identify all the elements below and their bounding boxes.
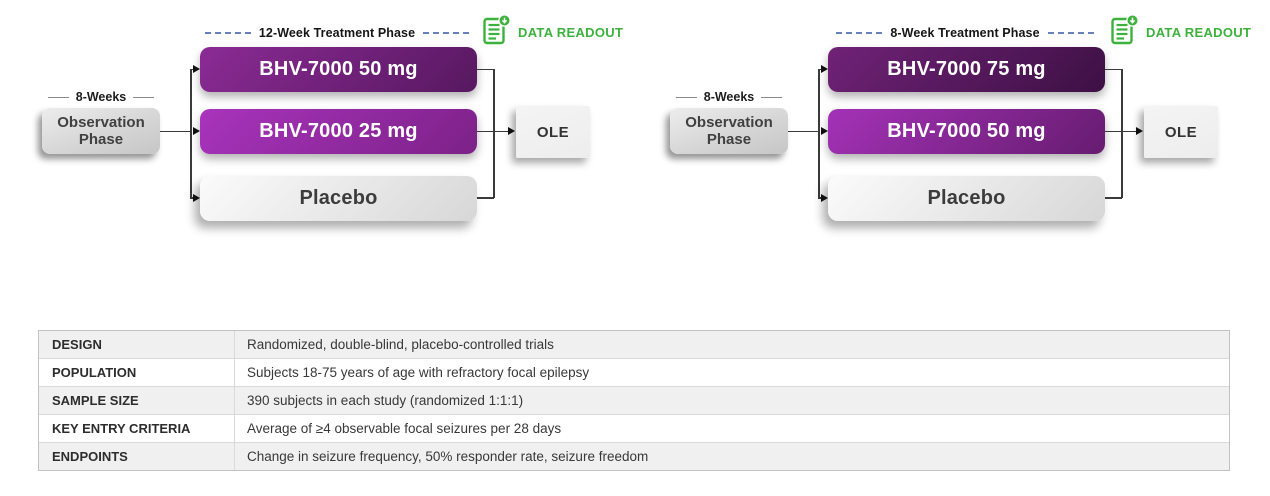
rule: [133, 96, 155, 98]
criteria-value: Randomized, double-blind, placebo-contro…: [247, 337, 554, 352]
arrowhead: [508, 127, 515, 135]
rule: [47, 96, 69, 98]
rule: [675, 96, 697, 98]
dashed-rule: [423, 32, 470, 34]
criteria-label: KEY ENTRY CRITERIA: [39, 415, 235, 442]
arrowhead: [821, 193, 828, 202]
criteria-label: ENDPOINTS: [39, 443, 235, 470]
connector-line: [818, 68, 822, 70]
arrowhead: [193, 193, 200, 202]
criteria-value: Average of ≥4 observable focal seizures …: [247, 421, 562, 436]
open-label-extension-box: OLE: [516, 106, 590, 158]
table-row: KEY ENTRY CRITERIA Average of ≥4 observa…: [39, 415, 1229, 443]
data-readout-label: DATA READOUT: [518, 25, 624, 40]
treatment-arm-high-dose: BHV-7000 50 mg: [200, 47, 477, 92]
dashed-rule: [204, 32, 251, 34]
connector-line: [818, 69, 820, 198]
observation-duration-label: 8-Weeks: [666, 90, 792, 104]
connector-line: [1121, 130, 1137, 132]
connector-line: [477, 68, 494, 70]
connector-line: [190, 68, 194, 70]
observation-phase-box: Observation Phase: [42, 108, 160, 154]
connector-line: [477, 197, 494, 199]
arrowhead: [193, 65, 200, 73]
connector-line: [1105, 130, 1122, 132]
data-readout-label: DATA READOUT: [1146, 25, 1252, 40]
arrowhead: [821, 127, 828, 135]
treatment-phase-header: 8-Week Treatment Phase: [824, 24, 1106, 42]
treatment-arm-placebo: Placebo: [200, 176, 477, 221]
treatment-phase-header: 12-Week Treatment Phase: [196, 24, 478, 42]
criteria-value: 390 subjects in each study (randomized 1…: [247, 393, 524, 408]
connector-line: [190, 197, 194, 199]
treatment-arm-low-dose: BHV-7000 25 mg: [200, 109, 477, 154]
data-readout-document-icon: [483, 14, 511, 45]
treatment-phase-title: 8-Week Treatment Phase: [890, 26, 1040, 40]
table-row: DESIGN Randomized, double-blind, placebo…: [39, 331, 1229, 359]
table-row: ENDPOINTS Change in seizure frequency, 5…: [39, 443, 1229, 470]
criteria-label: SAMPLE SIZE: [39, 387, 235, 414]
connector-line: [493, 69, 495, 198]
criteria-value: Change in seizure frequency, 50% respond…: [247, 449, 649, 464]
treatment-phase-title: 12-Week Treatment Phase: [258, 26, 416, 40]
study-diagram-1: 12-Week Treatment Phase DATA READOUT 8-W…: [0, 0, 642, 250]
criteria-label: POPULATION: [39, 359, 235, 386]
connector-line: [190, 69, 192, 198]
table-row: SAMPLE SIZE 390 subjects in each study (…: [39, 387, 1229, 415]
data-readout-document-icon: [1111, 14, 1139, 45]
study-criteria-table: DESIGN Randomized, double-blind, placebo…: [38, 330, 1230, 471]
open-label-extension-box: OLE: [1144, 106, 1218, 158]
connector-line: [1105, 68, 1122, 70]
arrowhead: [1136, 127, 1143, 135]
connector-line: [818, 197, 822, 199]
dashed-rule: [1047, 32, 1094, 34]
treatment-arm-high-dose: BHV-7000 75 mg: [828, 47, 1105, 92]
connector-line: [1105, 197, 1122, 199]
study-diagram-2: 8-Week Treatment Phase DATA READOUT 8-We…: [628, 0, 1270, 250]
connector-line: [1121, 69, 1123, 198]
observation-duration-label: 8-Weeks: [38, 90, 164, 104]
treatment-arm-low-dose: BHV-7000 50 mg: [828, 109, 1105, 154]
criteria-value: Subjects 18-75 years of age with refract…: [247, 365, 590, 380]
criteria-label: DESIGN: [39, 331, 235, 358]
arrowhead: [821, 65, 828, 73]
connector-line: [788, 130, 819, 132]
observation-phase-box: Observation Phase: [670, 108, 788, 154]
table-row: POPULATION Subjects 18-75 years of age w…: [39, 359, 1229, 387]
connector-line: [160, 130, 191, 132]
connector-line: [477, 130, 494, 132]
rule: [761, 96, 783, 98]
dashed-rule: [836, 32, 883, 34]
treatment-arm-placebo: Placebo: [828, 176, 1105, 221]
connector-line: [493, 130, 509, 132]
arrowhead: [193, 127, 200, 135]
